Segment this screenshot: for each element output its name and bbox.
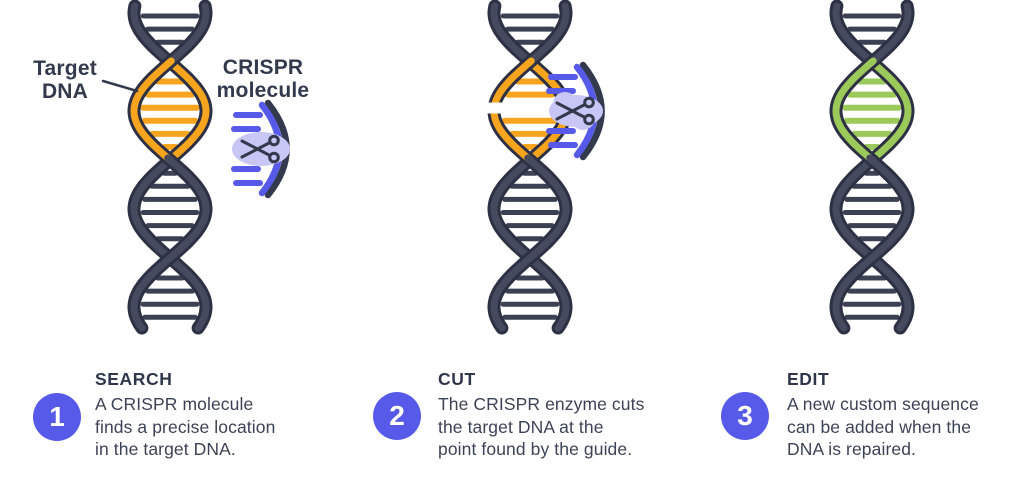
dna-helix-search xyxy=(127,0,213,335)
target-dna-pointer-line xyxy=(101,79,139,93)
crispr-molecule-label: CRISPR molecule xyxy=(216,56,310,102)
crispr-molecule-attached-icon xyxy=(546,61,605,161)
step-3: EDIT A new custom sequence can be added … xyxy=(787,369,1024,461)
step-3-title: EDIT xyxy=(787,369,830,389)
step-1: SEARCH A CRISPR molecule finds a precise… xyxy=(95,369,345,461)
enzyme-blob-icon xyxy=(232,132,290,166)
step-number-badge-1: 1 xyxy=(33,393,81,441)
step-1-title: SEARCH xyxy=(95,369,173,389)
target-dna-label: Target DNA xyxy=(33,57,97,103)
step-1-description: A CRISPR molecule finds a precise locati… xyxy=(95,394,276,459)
dna-helix-edit xyxy=(829,0,915,335)
step-number-badge-2: 2 xyxy=(373,392,421,440)
step-3-description: A new custom sequence can be added when … xyxy=(787,394,979,459)
step-number-badge-3: 3 xyxy=(721,392,769,440)
step-2-description: The CRISPR enzyme cuts the target DNA at… xyxy=(438,394,645,459)
scissors-icon xyxy=(240,134,280,164)
crispr-molecule-icon xyxy=(231,99,290,199)
step-2-title: CUT xyxy=(438,369,476,389)
step-2: CUT The CRISPR enzyme cuts the target DN… xyxy=(438,369,708,461)
scissors-icon xyxy=(555,96,595,126)
dna-helix-cut xyxy=(484,0,573,335)
